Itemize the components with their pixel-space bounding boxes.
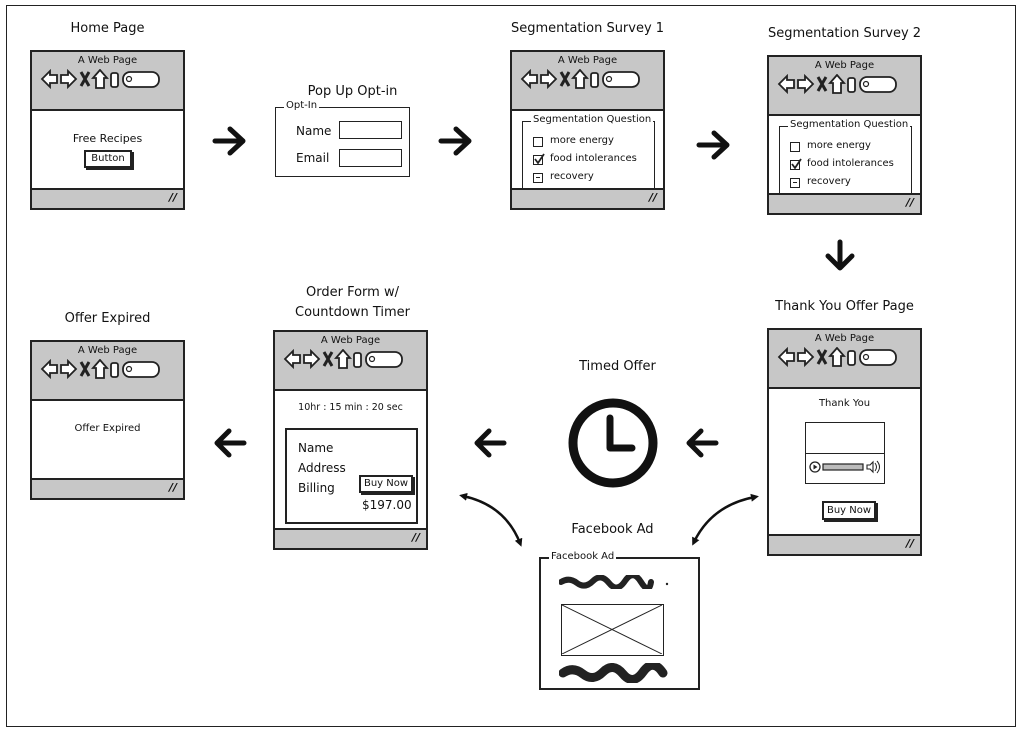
order-form-window: A Web Page 10hr : 15 min : 20 sec Name A…: [273, 330, 428, 550]
window-title: A Web Page: [814, 333, 875, 344]
browser-titlebar: A Web Page: [769, 57, 920, 116]
window-title: A Web Page: [77, 345, 138, 356]
video-controls: [809, 460, 880, 474]
order-price: $197.00: [362, 498, 412, 512]
checkmark-icon: [534, 153, 545, 165]
browser-titlebar: A Web Page: [32, 52, 183, 111]
status-bar: //: [275, 528, 426, 548]
free-recipes-text: Free Recipes: [72, 132, 143, 145]
resize-grip-icon: //: [411, 531, 420, 544]
status-bar: //: [32, 188, 183, 208]
curved-double-arrow-icon: [459, 492, 523, 547]
segmentation-question-group: Segmentation Question more energy food i…: [779, 119, 912, 196]
survey2-title: Segmentation Survey 2: [767, 26, 922, 41]
indeterminate-icon: [536, 177, 540, 178]
home-page-title: Home Page: [70, 21, 145, 36]
facebook-ad-title: Facebook Ad: [571, 522, 654, 537]
thank-you-page-title: Thank You Offer Page: [775, 299, 914, 314]
arrow-down-icon: [825, 239, 855, 271]
home-page-window: A Web Page Free Recipes Button //: [30, 50, 185, 210]
offer-expired-title: Offer Expired: [64, 311, 151, 326]
food-intolerances-checkbox[interactable]: [533, 153, 545, 165]
segmentation-question-label: Segmentation Question: [788, 119, 911, 130]
option-more-energy: more energy: [807, 140, 871, 151]
order-form-title-line2: Countdown Timer: [295, 305, 410, 320]
offer-expired-text: Offer Expired: [74, 423, 141, 434]
order-form-box: Name Address Billing Buy Now $197.00: [285, 428, 418, 524]
clock-icon: [568, 398, 658, 488]
indeterminate-icon: [793, 182, 797, 183]
option-food-intolerances: food intolerances: [550, 153, 637, 164]
order-field-name: Name: [298, 441, 334, 455]
curved-double-arrow-icon: [692, 493, 759, 546]
thank-you-heading: Thank You: [818, 398, 871, 409]
scribble-text-icon: [559, 663, 668, 683]
thank-you-window: A Web Page Thank You Buy Now //: [767, 328, 922, 556]
order-form-title-line1: Order Form w/: [306, 285, 399, 300]
status-bar: //: [512, 188, 663, 208]
resize-grip-icon: //: [168, 481, 177, 494]
window-title: A Web Page: [77, 55, 138, 66]
resize-grip-icon: //: [905, 537, 914, 550]
status-bar: //: [769, 193, 920, 213]
optin-group-label: Opt-In: [284, 100, 320, 111]
timed-offer-title: Timed Offer: [579, 359, 656, 374]
offer-expired-window: A Web Page Offer Expired //: [30, 340, 185, 500]
resize-grip-icon: //: [168, 191, 177, 204]
survey1-title: Segmentation Survey 1: [510, 21, 665, 36]
email-label: Email: [296, 151, 330, 165]
option-food-intolerances: food intolerances: [807, 158, 894, 169]
survey1-window: A Web Page Segmentation Question more en…: [510, 50, 665, 210]
window-title: A Web Page: [557, 55, 618, 66]
image-placeholder-icon: [561, 604, 664, 656]
status-bar: //: [769, 534, 920, 554]
facebook-ad-label: Facebook Ad: [549, 551, 617, 562]
name-input[interactable]: [339, 121, 402, 139]
browser-titlebar: A Web Page: [32, 342, 183, 401]
arrow-right-icon: [212, 126, 730, 160]
recovery-checkbox[interactable]: [533, 173, 543, 183]
order-field-billing: Billing: [298, 481, 335, 495]
thank-you-buy-now-button[interactable]: Buy Now: [822, 501, 876, 520]
arrow-left-icon: [214, 428, 719, 458]
popup-optin-title: Pop Up Opt-in: [307, 84, 398, 99]
recovery-checkbox[interactable]: [790, 178, 800, 188]
checkmark-icon: [791, 158, 802, 170]
option-recovery: recovery: [807, 176, 851, 187]
order-field-address: Address: [298, 461, 346, 475]
segmentation-question-label: Segmentation Question: [531, 114, 654, 125]
order-buy-now-button[interactable]: Buy Now: [359, 475, 413, 493]
name-label: Name: [296, 124, 332, 138]
more-energy-checkbox[interactable]: [533, 137, 543, 147]
option-recovery: recovery: [550, 171, 594, 182]
resize-grip-icon: //: [905, 196, 914, 209]
canvas-frame: [6, 5, 1016, 727]
option-more-energy: more energy: [550, 135, 614, 146]
window-title: A Web Page: [814, 60, 875, 71]
browser-titlebar: A Web Page: [275, 332, 426, 391]
video-player[interactable]: [805, 422, 885, 484]
home-cta-button[interactable]: Button: [84, 150, 132, 168]
browser-titlebar: A Web Page: [512, 52, 663, 111]
browser-titlebar: A Web Page: [769, 330, 920, 389]
window-title: A Web Page: [320, 335, 381, 346]
facebook-ad-box: Facebook Ad: [539, 551, 700, 690]
more-energy-checkbox[interactable]: [790, 142, 800, 152]
countdown-timer: 10hr : 15 min : 20 sec: [298, 402, 403, 413]
email-input[interactable]: [339, 149, 402, 167]
status-bar: //: [32, 478, 183, 498]
food-intolerances-checkbox[interactable]: [790, 158, 802, 170]
segmentation-question-group: Segmentation Question more energy food i…: [522, 114, 655, 191]
optin-group: Opt-In Name Email: [275, 100, 410, 177]
scribble-headline-icon: [559, 575, 669, 589]
resize-grip-icon: //: [648, 191, 657, 204]
survey2-window: A Web Page Segmentation Question more en…: [767, 55, 922, 215]
